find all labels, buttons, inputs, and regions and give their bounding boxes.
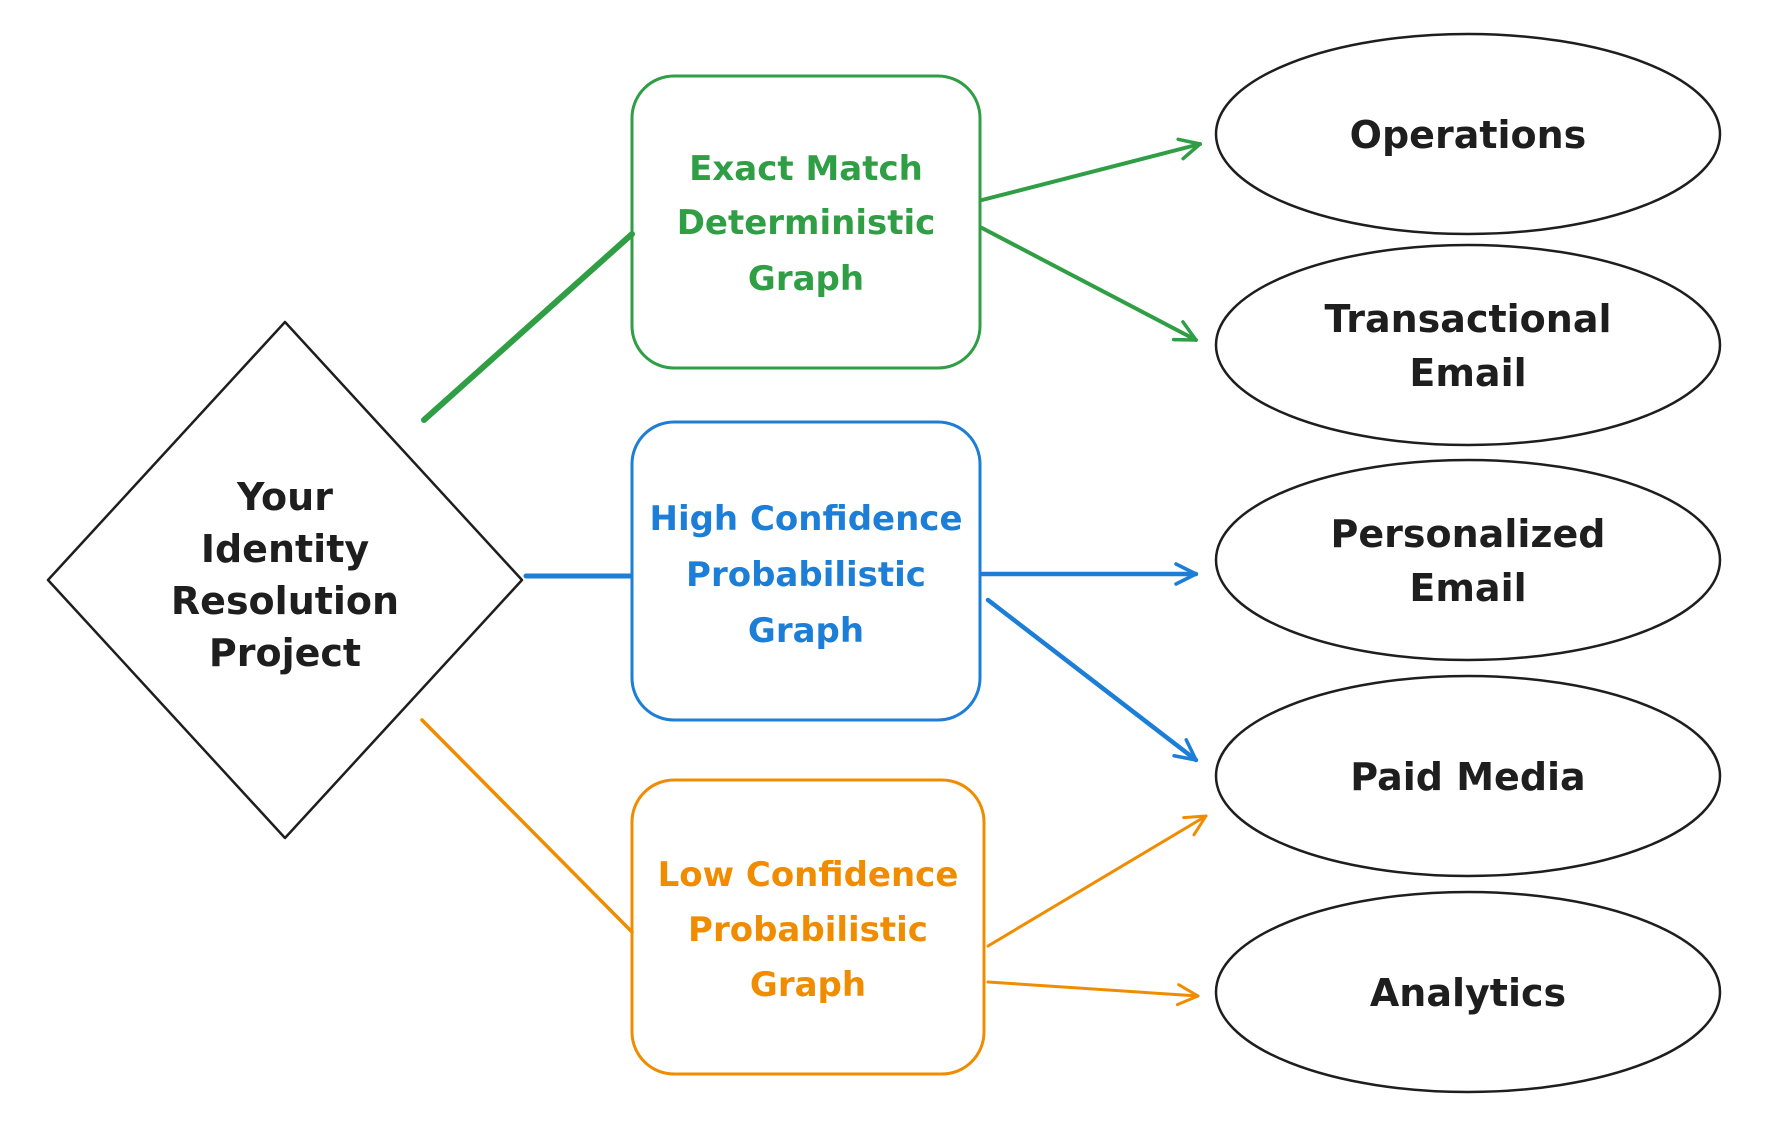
low-confidence-graph-label-line: Probabilistic xyxy=(688,910,928,950)
exact-match-graph-node: Exact Match Deterministic Graph xyxy=(630,74,982,370)
source-label-line: Identity xyxy=(201,527,370,571)
source-label-line: Your xyxy=(236,475,333,519)
personalized-email-label-line: Personalized xyxy=(1331,512,1606,556)
paid-media-label: Paid Media xyxy=(1350,755,1585,799)
transactional-email-label-line: Email xyxy=(1409,351,1526,395)
source-label-line: Resolution xyxy=(171,579,399,623)
operations-ellipse xyxy=(1214,32,1722,236)
edge-source-to-exact-graph xyxy=(421,231,635,423)
exact-match-graph-label-line: Deterministic xyxy=(677,203,936,243)
low-confidence-graph-label-line: Low Confidence xyxy=(658,855,959,895)
high-confidence-graph-node: High Confidence Probabilistic Graph xyxy=(630,420,982,722)
transactional-email-label-line: Transactional xyxy=(1325,297,1612,341)
high-confidence-graph-label-line: Probabilistic xyxy=(686,555,926,595)
personalized-email-label-line: Email xyxy=(1409,566,1526,610)
analytics-node: Analytics xyxy=(1214,890,1722,1094)
analytics-label: Analytics xyxy=(1370,971,1566,1015)
exact-match-graph-label-line: Exact Match xyxy=(689,149,923,189)
edge-source-to-low-graph xyxy=(420,718,634,934)
analytics-ellipse xyxy=(1214,890,1722,1094)
edge-exact-graph-to-transactional-email xyxy=(980,226,1198,342)
low-confidence-graph-label-line: Graph xyxy=(750,965,866,1005)
personalized-email-node: Personalized Email xyxy=(1214,458,1722,662)
transactional-email-ellipse xyxy=(1214,243,1722,447)
source-diamond-shape xyxy=(46,320,524,840)
operations-node: Operations xyxy=(1214,32,1722,236)
high-confidence-graph-box xyxy=(630,420,982,722)
exact-match-graph-label-line: Graph xyxy=(748,259,864,299)
edge-low-graph-to-analytics xyxy=(986,980,1200,1007)
source-node-group: Your Identity Resolution Project xyxy=(46,320,524,840)
low-confidence-graph-box xyxy=(630,778,986,1076)
high-confidence-graph-label-line: High Confidence xyxy=(649,499,962,539)
operations-label: Operations xyxy=(1350,113,1587,157)
source-label-line: Project xyxy=(209,631,361,675)
edge-low-graph-to-paid-media xyxy=(986,814,1208,948)
high-confidence-graph-label-line: Graph xyxy=(748,611,864,651)
low-confidence-graph-node: Low Confidence Probabilistic Graph xyxy=(630,778,986,1076)
transactional-email-node: Transactional Email xyxy=(1214,243,1722,447)
personalized-email-ellipse xyxy=(1214,458,1722,662)
paid-media-node: Paid Media xyxy=(1214,674,1722,878)
edge-high-graph-to-paid-media xyxy=(985,597,1199,763)
edge-exact-graph-to-operations xyxy=(980,137,1202,202)
paid-media-ellipse xyxy=(1214,674,1722,878)
exact-match-graph-box xyxy=(630,74,982,370)
